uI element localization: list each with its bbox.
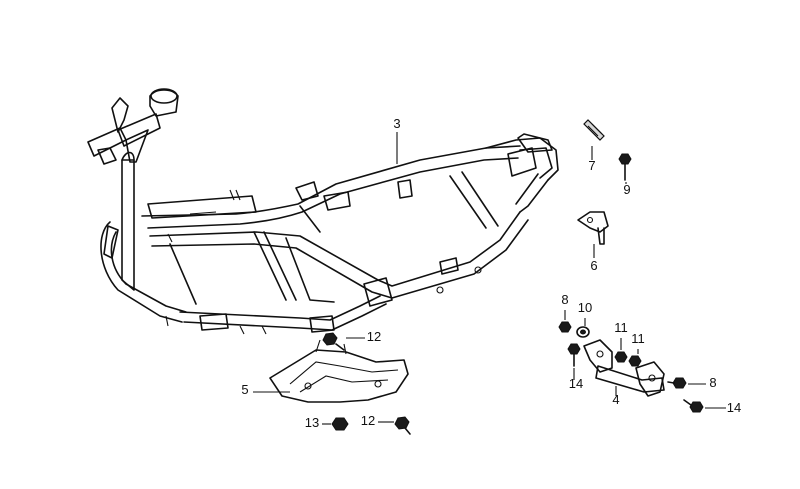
- washer-part-10: [576, 326, 590, 338]
- bolt-part-14-right: [683, 399, 704, 413]
- leader-lines: [253, 132, 726, 425]
- callout-c14a: 14: [569, 376, 583, 391]
- callout-c9: 9: [623, 182, 630, 197]
- part-7-plate: [583, 119, 605, 141]
- callout-c7: 7: [588, 158, 595, 173]
- bolt-part-12-upper: [322, 332, 345, 351]
- bolt-part-8-upper: [558, 321, 572, 333]
- under-bracket-part-5: [269, 339, 409, 403]
- bolt-part-8-right: [667, 377, 687, 389]
- callout-c14b: 14: [727, 400, 741, 415]
- nut-part-13: [331, 417, 349, 431]
- nut-part-11-b: [628, 355, 642, 367]
- callout-c6: 6: [590, 258, 597, 273]
- bolt-part-12-lower: [394, 416, 411, 435]
- callout-c3: 3: [393, 116, 400, 131]
- callout-c5: 5: [241, 382, 248, 397]
- main-frame: [87, 88, 559, 335]
- callout-c11a: 11: [614, 320, 628, 335]
- callout-c10: 10: [578, 300, 592, 315]
- main-stand-part-4: [583, 339, 665, 397]
- bolt-part-9: [618, 153, 632, 181]
- callout-c12a: 12: [367, 329, 381, 344]
- callout-c11b: 11: [631, 331, 645, 346]
- callout-c4: 4: [612, 392, 619, 407]
- bracket-part-6: [577, 211, 609, 245]
- bolt-part-14-left: [567, 343, 581, 367]
- callout-c8a: 8: [561, 292, 568, 307]
- callout-c8b: 8: [709, 375, 716, 390]
- nut-part-11-a: [614, 351, 628, 363]
- callout-c13: 13: [305, 415, 319, 430]
- callout-c12b: 12: [361, 413, 375, 428]
